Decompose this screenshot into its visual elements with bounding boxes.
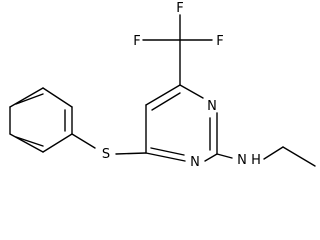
atom-nitrogen-ring-bottom: N — [190, 155, 200, 170]
molecule-structure: F F F N N S N H — [9, 1, 316, 170]
bond-c6-s — [115, 152, 147, 155]
bond-c5-c4-inner — [151, 92, 181, 111]
bond-ph-5-6 — [9, 133, 44, 153]
bond-c5-c4 — [145, 84, 181, 106]
pyrimidine-ring: N N — [145, 84, 218, 170]
atom-nitrogen-amine: N — [237, 153, 247, 168]
bond-n1-c6 — [145, 152, 186, 162]
atom-sulfur: S — [102, 147, 110, 162]
bond-ph-3-4 — [9, 87, 44, 108]
bond-s-phenyl — [71, 133, 96, 149]
bond-ph-2-3 — [42, 87, 73, 108]
atom-hydrogen-amine: H — [251, 153, 261, 168]
bond-ch2-ch3 — [282, 146, 316, 167]
phenyl-ring — [9, 87, 73, 153]
bond-ph-6-1 — [42, 133, 73, 153]
atom-fluorine-left: F — [133, 34, 140, 49]
bond-ph-inner-b — [15, 93, 44, 105]
atom-fluorine-top: F — [176, 1, 183, 16]
trifluoromethyl-group: F F F — [133, 1, 224, 86]
bond-ph-inner-c — [15, 136, 44, 147]
atom-nitrogen-ring-top: N — [207, 99, 217, 114]
ethylamino-group: N H — [216, 146, 316, 168]
atom-fluorine-right: F — [216, 34, 223, 49]
bond-c4-n3 — [179, 84, 204, 99]
thioether-link: S — [71, 133, 147, 162]
bond-c2-n1 — [204, 153, 218, 162]
bond-n-amine-ch2 — [263, 146, 284, 160]
bond-n1-c6-inner — [150, 147, 185, 156]
bond-c2-n-amine — [216, 153, 233, 159]
